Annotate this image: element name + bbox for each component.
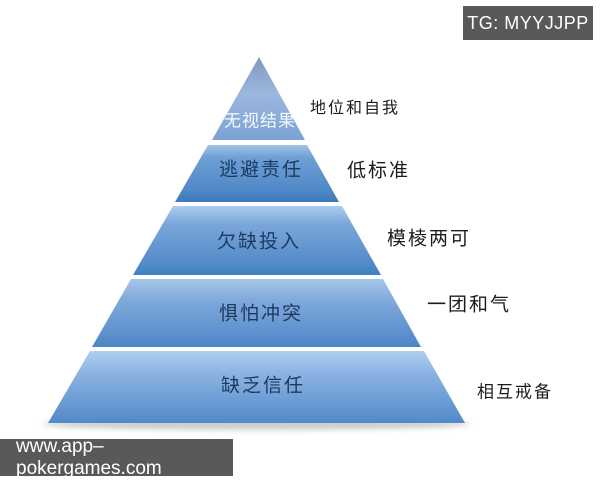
pyramid-level-4-label: 惧怕冲突 (218, 303, 304, 325)
pyramid-level-3-shape (133, 206, 381, 275)
pyramid-level-5-label: 缺乏信任 (220, 375, 306, 397)
pyramid-level-1-shape (212, 57, 305, 140)
side-label-level-4: 一团和气 (427, 294, 512, 316)
telegram-watermark-badge: TG: MYYJJPP (463, 6, 593, 40)
pyramid-level-1-label: 无视结果 (224, 111, 296, 131)
pyramid-level-5-shape (48, 351, 465, 423)
side-label-level-1: 地位和自我 (310, 100, 401, 117)
pyramid-level-3-label: 欠缺投入 (216, 231, 302, 253)
side-label-level-2: 低标准 (347, 160, 411, 182)
side-label-level-5: 相互戒备 (477, 382, 553, 402)
pyramid-level-2-label: 逃避责任 (218, 159, 304, 181)
website-watermark-badge: www.app–pokergames.com (0, 436, 233, 479)
pyramid-level-2-shape (175, 145, 339, 202)
pyramid-level-4-shape (92, 279, 421, 347)
side-label-level-3: 模棱两可 (387, 228, 472, 250)
